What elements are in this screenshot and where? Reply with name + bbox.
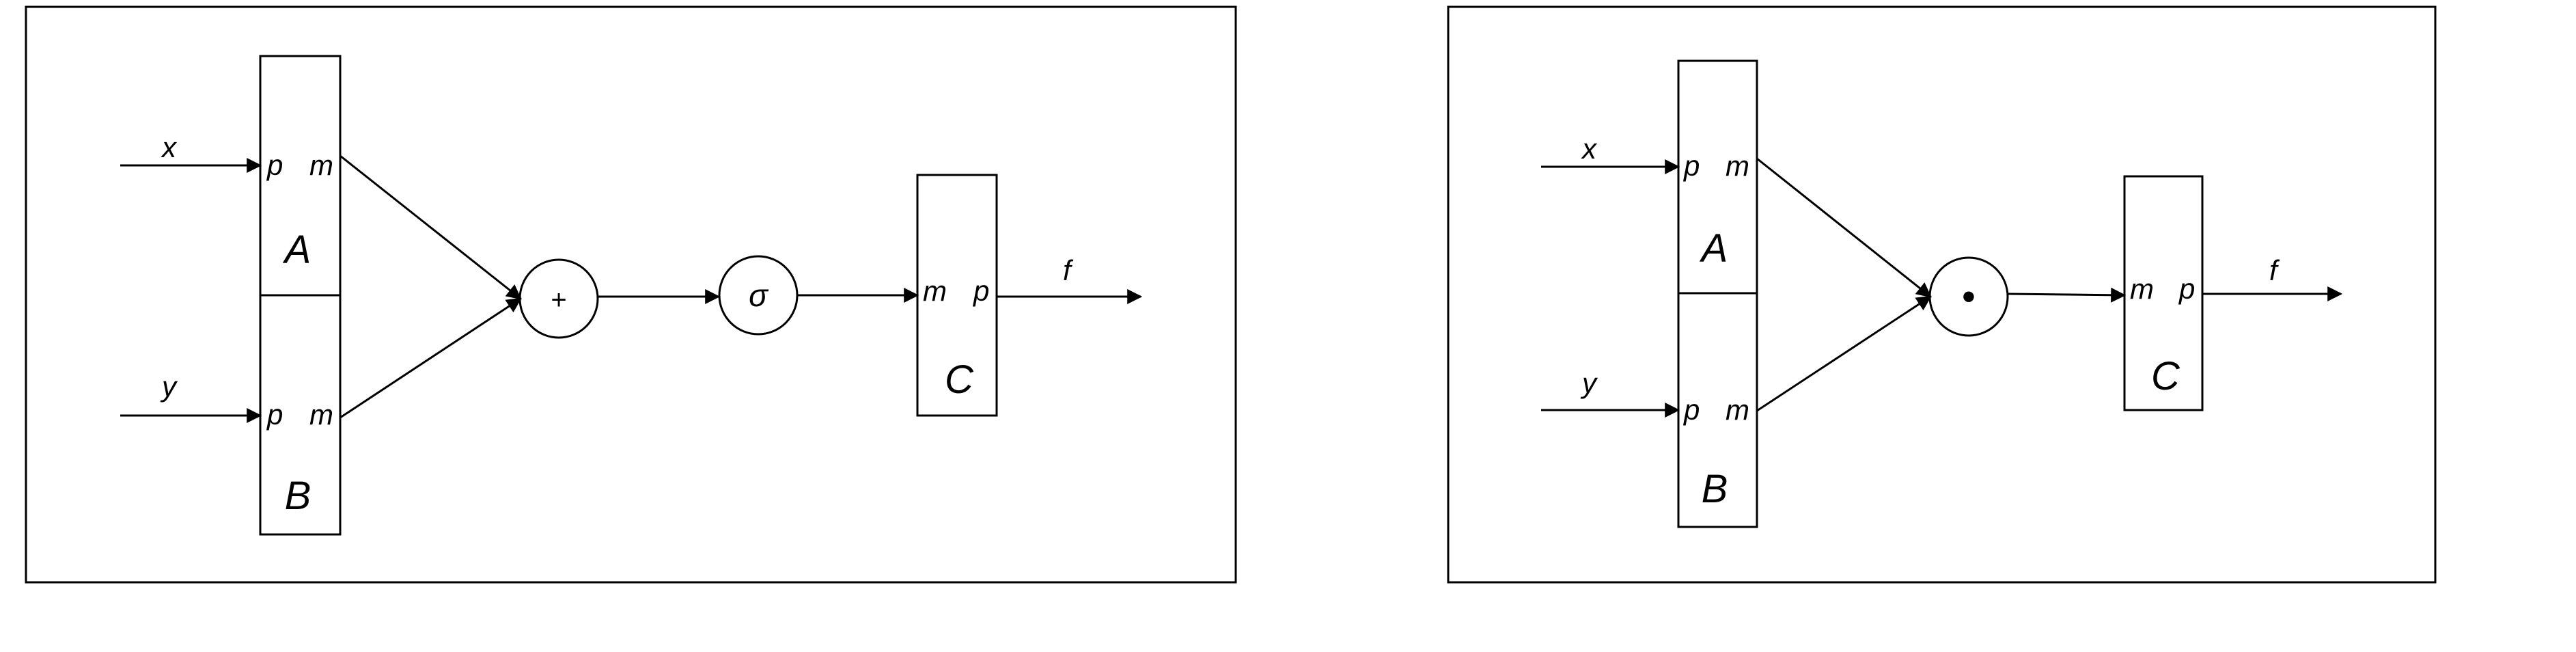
left-block-c-label: C: [945, 357, 974, 402]
right-input-x-label: x: [1581, 133, 1598, 165]
left-frame: [25, 5, 1237, 584]
right-b-to-product-arrow: [1756, 295, 1932, 412]
right-block-b-port-in: p: [1682, 394, 1700, 426]
left-input-x-label: x: [161, 131, 178, 163]
right-input-y-label: y: [1580, 367, 1598, 399]
right-block-b-port-out: m: [1726, 394, 1749, 426]
left-block-b-label: B: [285, 474, 311, 518]
right-block-a-port-out: m: [1726, 150, 1749, 182]
right-block-a-label: A: [1700, 226, 1728, 271]
left-block-a-port-in: p: [266, 149, 283, 181]
left-a-to-sum-arrow: [340, 154, 522, 300]
right-product-to-c-arrow: [2008, 287, 2127, 303]
left-block-a-port-out: m: [309, 149, 333, 181]
right-block-a-port-in: p: [1682, 150, 1700, 182]
right-product-node-symbol: •: [1963, 276, 1976, 317]
left-block-b-port-in: p: [266, 398, 283, 431]
right-block-c-label: C: [2151, 354, 2180, 398]
left-block-c-port-in: m: [923, 275, 947, 307]
right-output-label: f: [2269, 254, 2280, 286]
left-b-to-sum-arrow: [340, 297, 522, 419]
right-frame: [1447, 5, 2437, 584]
left-block-c-port-out: p: [972, 275, 989, 307]
left-block-a-label: A: [283, 228, 311, 272]
right-block-c-port-in: m: [2130, 273, 2154, 305]
left-sum-node-symbol: +: [551, 285, 566, 315]
left-diagram-labels: x y p m A p m B + σ m p C f: [160, 131, 1074, 518]
left-diagram: [25, 5, 1237, 584]
right-block-b-label: B: [1702, 467, 1728, 511]
left-block-b-port-out: m: [309, 398, 333, 431]
left-output-label: f: [1063, 254, 1074, 286]
left-activation-node-symbol: σ: [749, 277, 769, 313]
right-a-to-product-arrow: [1756, 157, 1932, 298]
right-diagram-labels: x y p m A p m B • m p C f: [1580, 133, 2280, 511]
right-diagram: [1447, 5, 2437, 584]
left-input-y-label: y: [160, 370, 178, 403]
right-block-c-port-out: p: [2178, 273, 2195, 305]
